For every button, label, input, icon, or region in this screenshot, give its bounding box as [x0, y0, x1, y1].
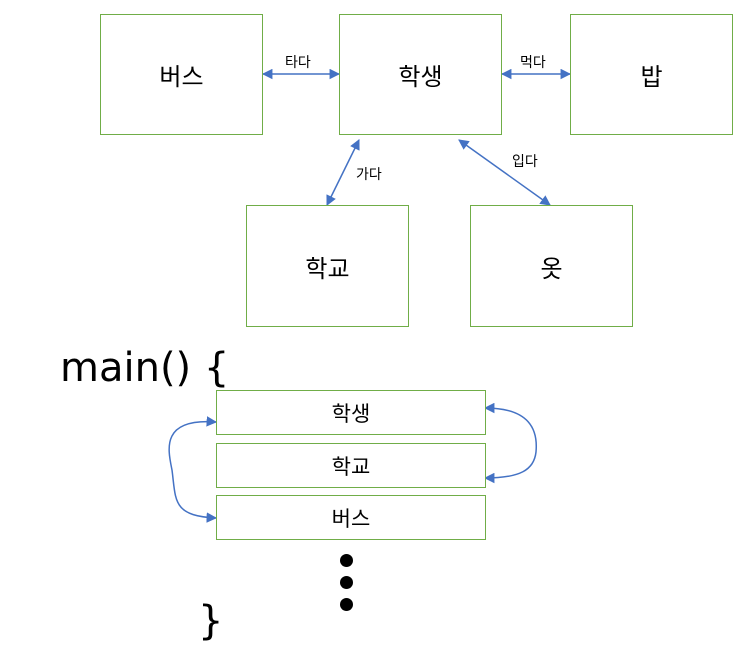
ride-label: 타다 [285, 55, 311, 71]
stack-row-label: 학교 [331, 454, 371, 479]
student-node: 학생 [339, 14, 502, 135]
rice-node: 밥 [570, 14, 733, 135]
wear-arrow [458, 139, 551, 206]
stack-row-bus: 버스 [216, 495, 486, 540]
school-node: 학교 [246, 205, 409, 327]
go-arrow [326, 139, 360, 206]
stack-row-label: 학생 [331, 401, 371, 426]
student-label: 학생 [398, 63, 443, 91]
stack-row-student: 학생 [216, 390, 486, 435]
go-label: 가다 [356, 167, 382, 183]
right-loop-arrow [483, 402, 538, 484]
stack-row-school: 학교 [216, 443, 486, 488]
ellipsis-dot [340, 576, 353, 589]
ellipsis-dot [340, 598, 353, 611]
eat-label: 먹다 [520, 55, 546, 71]
rice-label: 밥 [640, 63, 663, 91]
left-loop-arrow [168, 416, 218, 523]
wear-label: 입다 [512, 154, 538, 170]
main-close: } [198, 598, 224, 644]
clothes-label: 옷 [540, 254, 563, 283]
main-open: main() { [60, 345, 230, 391]
clothes-node: 옷 [470, 205, 633, 327]
bus-node: 버스 [100, 14, 263, 135]
bus-label: 버스 [159, 63, 204, 91]
school-label: 학교 [305, 254, 350, 283]
stack-row-label: 버스 [331, 506, 371, 531]
ellipsis-dot [340, 554, 353, 567]
